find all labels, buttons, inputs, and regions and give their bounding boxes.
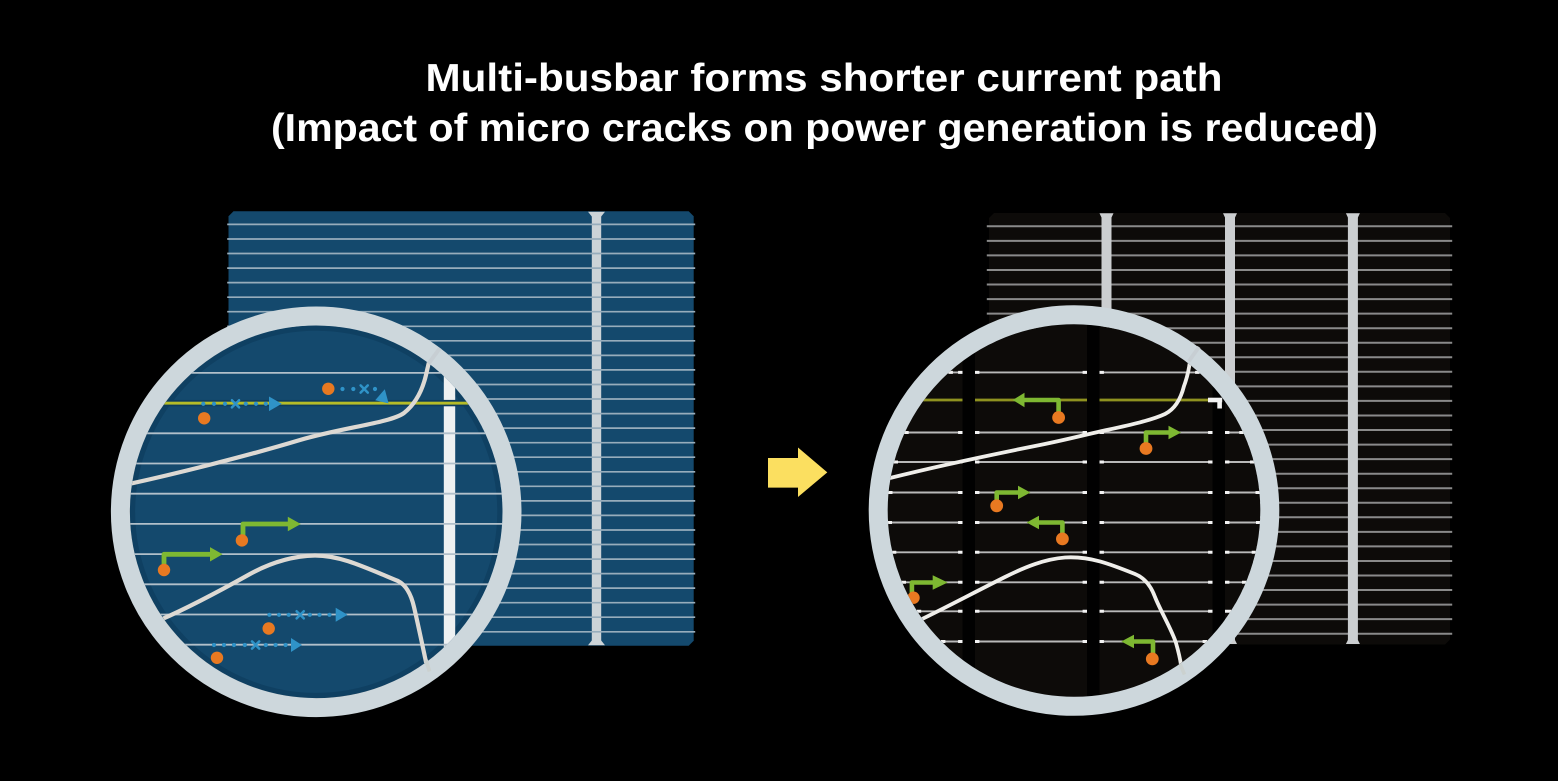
svg-text:Multi-busbar forms shorter cur: Multi-busbar forms shorter current path (426, 57, 1223, 100)
svg-text:(Impact of micro cracks on pow: (Impact of micro cracks on power generat… (271, 107, 1378, 150)
